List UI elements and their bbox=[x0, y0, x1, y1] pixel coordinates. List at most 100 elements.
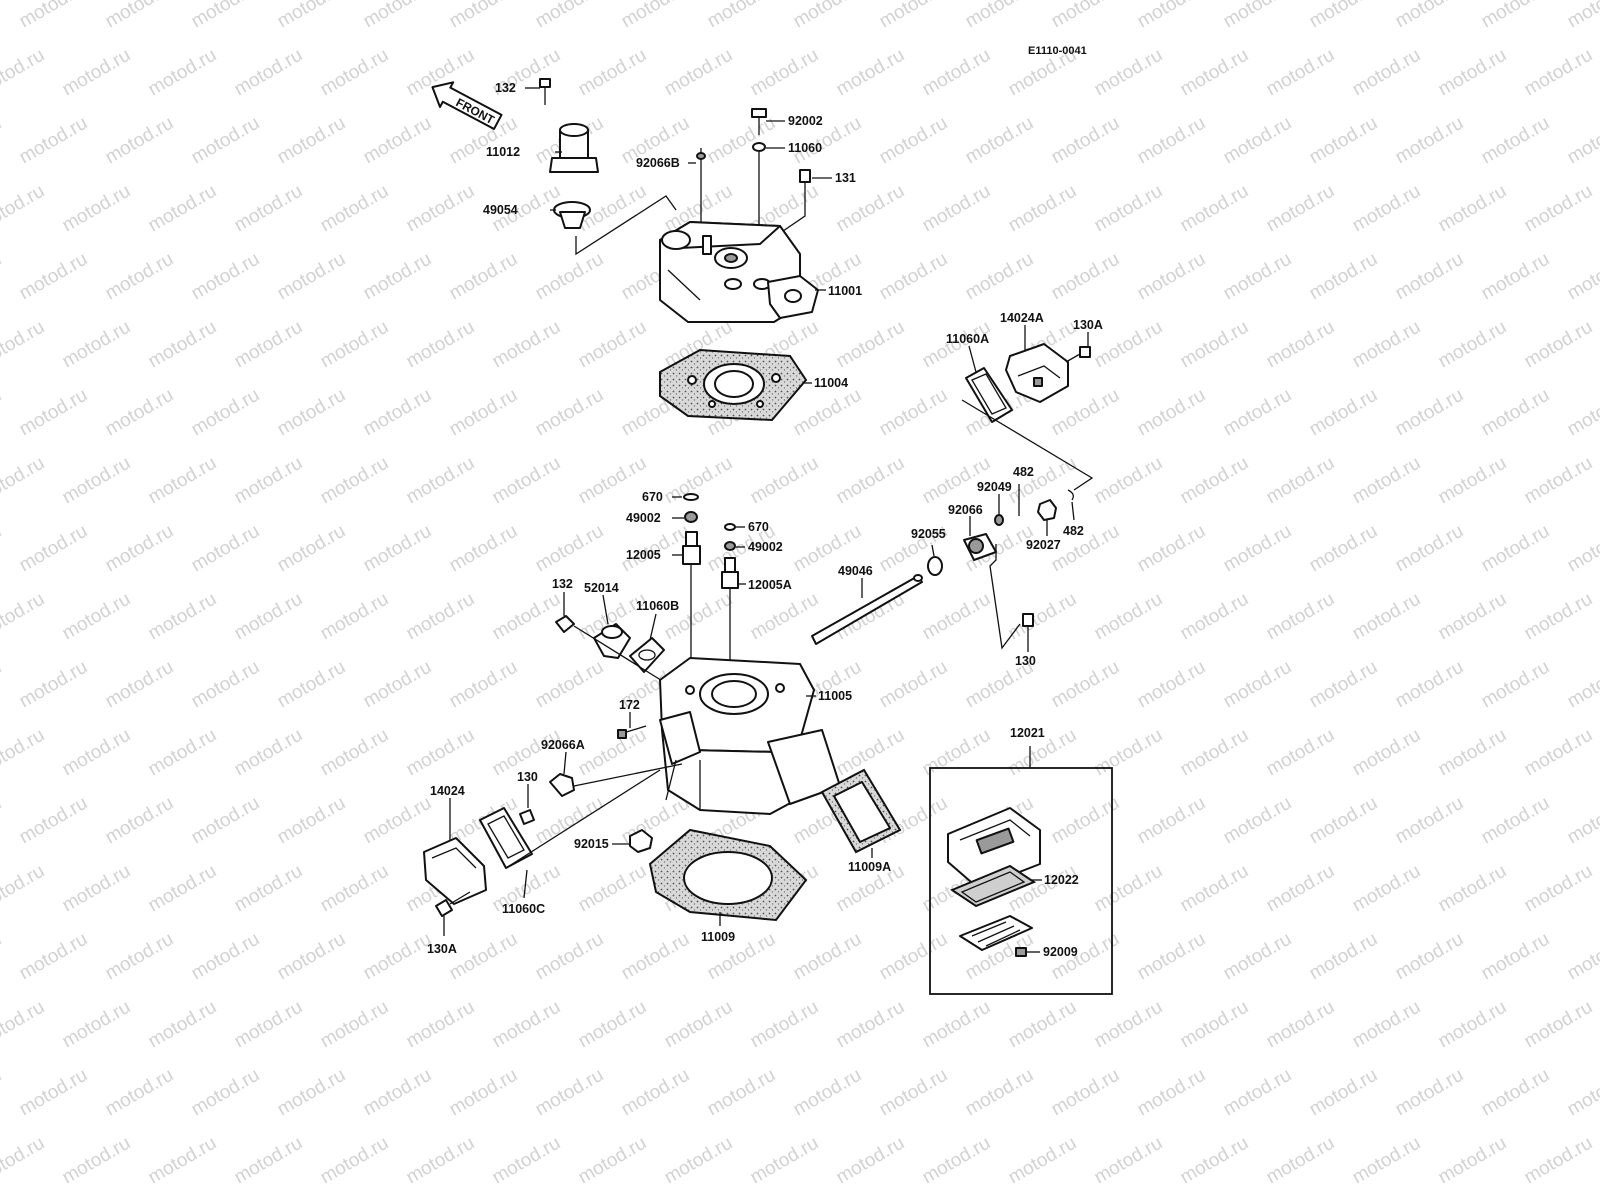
label-14024A: 14024A bbox=[1000, 311, 1044, 325]
watermark-text: motod.ru bbox=[274, 657, 349, 713]
watermark-text: motod.ru bbox=[1134, 0, 1209, 32]
watermark-text: motod.ru bbox=[102, 657, 177, 713]
watermark-text: motod.ru bbox=[1263, 725, 1338, 781]
watermark-text: motod.ru bbox=[59, 1133, 134, 1189]
watermark-text: motod.ru bbox=[661, 997, 736, 1053]
watermark-text: motod.ru bbox=[0, 657, 5, 713]
label-130-right: 130 bbox=[1015, 654, 1036, 668]
watermark-text: motod.ru bbox=[532, 657, 607, 713]
watermark-text: motod.ru bbox=[317, 45, 392, 101]
watermark-text: motod.ru bbox=[704, 1065, 779, 1121]
watermark-text: motod.ru bbox=[1263, 861, 1338, 917]
label-92002: 92002 bbox=[788, 114, 823, 128]
watermark-text: motod.ru bbox=[1306, 521, 1381, 577]
reed-valve-box-12021 bbox=[929, 767, 1113, 995]
watermark-text: motod.ru bbox=[1478, 1065, 1553, 1121]
gasket-11009A bbox=[820, 768, 902, 854]
watermark-text: motod.ru bbox=[446, 1065, 521, 1121]
watermark-text: motod.ru bbox=[489, 317, 564, 373]
watermark-text: motod.ru bbox=[1478, 0, 1553, 32]
watermark-text: motod.ru bbox=[188, 521, 263, 577]
watermark-text: motod.ru bbox=[1220, 521, 1295, 577]
watermark-text: motod.ru bbox=[1177, 453, 1252, 509]
watermark-text: motod.ru bbox=[16, 793, 91, 849]
reed-petal-12022 bbox=[949, 864, 1037, 908]
label-92049: 92049 bbox=[977, 480, 1012, 494]
watermark-text: motod.ru bbox=[0, 453, 48, 509]
watermark-text: motod.ru bbox=[16, 385, 91, 441]
valve-12005 bbox=[682, 531, 701, 578]
watermark-text: motod.ru bbox=[618, 0, 693, 32]
thermostat-49054 bbox=[553, 201, 591, 229]
watermark-text: motod.ru bbox=[575, 453, 650, 509]
pin-482-right bbox=[1067, 489, 1074, 501]
watermark-text: motod.ru bbox=[575, 45, 650, 101]
watermark-text: motod.ru bbox=[919, 45, 994, 101]
reed-stopper bbox=[959, 915, 1033, 951]
cover-14024A bbox=[1005, 343, 1069, 403]
o-ring-670-left bbox=[683, 493, 699, 501]
watermark-text: motod.ru bbox=[1349, 317, 1424, 373]
watermark-text: motod.ru bbox=[360, 113, 435, 169]
watermark-text: motod.ru bbox=[1263, 997, 1338, 1053]
watermark-text: motod.ru bbox=[1349, 45, 1424, 101]
label-482-left: 482 bbox=[1013, 465, 1034, 479]
watermark-text: motod.ru bbox=[833, 317, 908, 373]
watermark-text: motod.ru bbox=[1478, 249, 1553, 305]
label-14024: 14024 bbox=[430, 784, 465, 798]
watermark-text: motod.ru bbox=[59, 589, 134, 645]
watermark-text: motod.ru bbox=[188, 929, 263, 985]
rod-49046 bbox=[811, 574, 923, 645]
watermark-text: motod.ru bbox=[1392, 113, 1467, 169]
watermark-text: motod.ru bbox=[59, 453, 134, 509]
watermark-text: motod.ru bbox=[1005, 181, 1080, 237]
cylinder-head-11001 bbox=[659, 221, 819, 323]
watermark-text: motod.ru bbox=[0, 725, 48, 781]
watermark-text: motod.ru bbox=[1435, 317, 1510, 373]
watermark-text: motod.ru bbox=[1564, 249, 1600, 305]
watermark-text: motod.ru bbox=[0, 861, 48, 917]
watermark-text: motod.ru bbox=[489, 1133, 564, 1189]
watermark-text: motod.ru bbox=[1392, 1065, 1467, 1121]
front-arrow-icon bbox=[431, 81, 503, 130]
watermark-text: motod.ru bbox=[1048, 113, 1123, 169]
watermark-text: motod.ru bbox=[59, 725, 134, 781]
watermark-text: motod.ru bbox=[1091, 589, 1166, 645]
watermark-text: motod.ru bbox=[489, 589, 564, 645]
watermark-text: motod.ru bbox=[876, 385, 951, 441]
watermark-text: motod.ru bbox=[1048, 0, 1123, 32]
watermark-text: motod.ru bbox=[0, 793, 5, 849]
watermark-text: motod.ru bbox=[317, 317, 392, 373]
watermark-text: motod.ru bbox=[1564, 793, 1600, 849]
watermark-text: motod.ru bbox=[317, 725, 392, 781]
watermark-text: motod.ru bbox=[1177, 181, 1252, 237]
label-172: 172 bbox=[619, 698, 640, 712]
watermark-text: motod.ru bbox=[360, 385, 435, 441]
watermark-text: motod.ru bbox=[1478, 113, 1553, 169]
watermark-text: motod.ru bbox=[489, 997, 564, 1053]
watermark-text: motod.ru bbox=[833, 997, 908, 1053]
watermark-text: motod.ru bbox=[360, 521, 435, 577]
label-92066B: 92066B bbox=[636, 156, 680, 170]
watermark-text: motod.ru bbox=[1349, 725, 1424, 781]
watermark-text: motod.ru bbox=[1091, 45, 1166, 101]
watermark-text: motod.ru bbox=[188, 385, 263, 441]
watermark-text: motod.ru bbox=[102, 793, 177, 849]
watermark-text: motod.ru bbox=[0, 45, 48, 101]
watermark-text: motod.ru bbox=[188, 113, 263, 169]
watermark-text: motod.ru bbox=[274, 521, 349, 577]
bolt-92002 bbox=[751, 108, 767, 135]
watermark-text: motod.ru bbox=[145, 181, 220, 237]
watermark-text: motod.ru bbox=[102, 521, 177, 577]
label-11012: 11012 bbox=[486, 145, 520, 159]
water-outlet-11012 bbox=[549, 123, 599, 173]
watermark-text: motod.ru bbox=[1521, 725, 1596, 781]
label-11060B: 11060B bbox=[636, 599, 679, 613]
screw-92009 bbox=[1015, 947, 1027, 957]
watermark-text: motod.ru bbox=[876, 0, 951, 32]
watermark-text: motod.ru bbox=[360, 657, 435, 713]
watermark-text: motod.ru bbox=[962, 0, 1037, 32]
watermark-text: motod.ru bbox=[790, 929, 865, 985]
watermark-text: motod.ru bbox=[231, 317, 306, 373]
watermark-text: motod.ru bbox=[1220, 385, 1295, 441]
